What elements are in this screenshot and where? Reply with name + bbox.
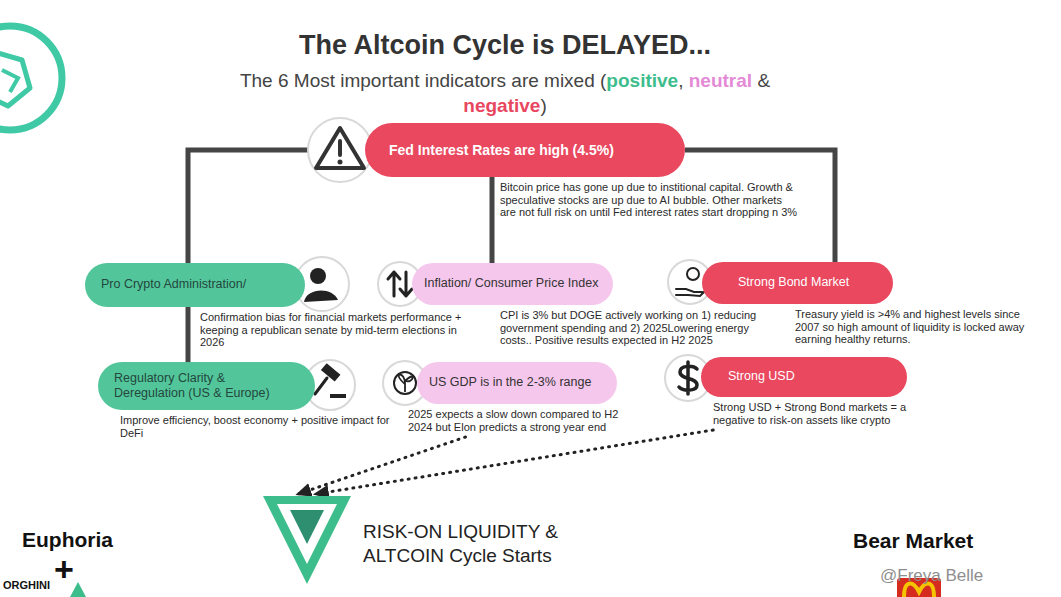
node-label: RISK-ON LIQUIDITY & ALTCOIN Cycle Starts xyxy=(363,520,603,568)
note-label: @Freya Belle xyxy=(880,566,983,586)
indicator-pill: Fed Interest Rates are high (4.5%)Bitcoi… xyxy=(365,123,685,177)
subtitle-part: , xyxy=(678,70,683,91)
bracket-line xyxy=(186,307,191,362)
dotted-arrow xyxy=(316,430,713,494)
pill-label: Inflation/ Consumer Price Index xyxy=(424,276,598,292)
indicator-note: Bitcoin price has gone up due to institi… xyxy=(500,181,800,219)
indicator-note: 2025 expects a slow down compared to H2 … xyxy=(408,408,638,433)
pill-label: Fed Interest Rates are high (4.5%) xyxy=(389,142,614,159)
indicator-note: Confirmation bias for financial markets … xyxy=(200,311,462,349)
cycle-chevron: RISK-ON LIQUIDITY & ALTCOIN Cycle Starts xyxy=(263,494,351,584)
warning-icon xyxy=(308,118,372,182)
pill-label: Regulatory Clarity & Deregulation (US & … xyxy=(114,371,291,402)
subtitle: The 6 Most important indicators are mixe… xyxy=(130,68,880,118)
note-label: ORGHINI xyxy=(3,579,50,591)
indicator-pill: Strong Bond MarketTreasury yield is >4% … xyxy=(702,262,893,304)
pill-label: Pro Crypto Administration/ xyxy=(101,277,246,293)
indicator-note: Strong USD + Strong Bond markets = a neg… xyxy=(713,401,945,426)
note-label: Bear Market xyxy=(853,529,973,553)
subtitle-part: The 6 Most important indicators are mixe… xyxy=(240,70,606,91)
pill-label: Strong Bond Market xyxy=(738,275,849,291)
indicator-pill: Inflation/ Consumer Price IndexCPI is 3%… xyxy=(412,263,613,305)
indicator-pill: Regulatory Clarity & Deregulation (US & … xyxy=(98,362,315,410)
dotted-arrow xyxy=(298,437,465,494)
indicator-note: Treasury yield is >4% and highest levels… xyxy=(795,308,1027,346)
subtitle-part: & xyxy=(757,70,770,91)
diagram-title: The Altcoin Cycle is DELAYED... xyxy=(155,30,855,61)
pill-label: US GDP is in the 2-3% range xyxy=(429,375,591,391)
brand-logo xyxy=(0,26,62,130)
indicator-pill: Strong USDStrong USD + Strong Bond marke… xyxy=(701,357,907,397)
note-label: Euphoria xyxy=(22,528,113,552)
indicator-pill: US GDP is in the 2-3% range2025 expects … xyxy=(417,362,617,404)
pill-label: Strong USD xyxy=(728,369,795,385)
subtitle-part: neutral xyxy=(689,70,752,91)
indicator-note: Improve efficiency, boost economy + posi… xyxy=(120,414,390,439)
indicator-note: CPI is 3% but DOGE actively working on 1… xyxy=(500,309,782,347)
subtitle-part: ) xyxy=(540,95,546,116)
bracket-line xyxy=(490,177,495,263)
subtitle-part: positive xyxy=(606,70,678,91)
chevron-shape xyxy=(263,494,351,584)
note-label: + xyxy=(54,552,74,586)
indicator-pill: Pro Crypto Administration/Confirmation b… xyxy=(85,263,305,307)
subtitle-part: negative xyxy=(463,95,540,116)
